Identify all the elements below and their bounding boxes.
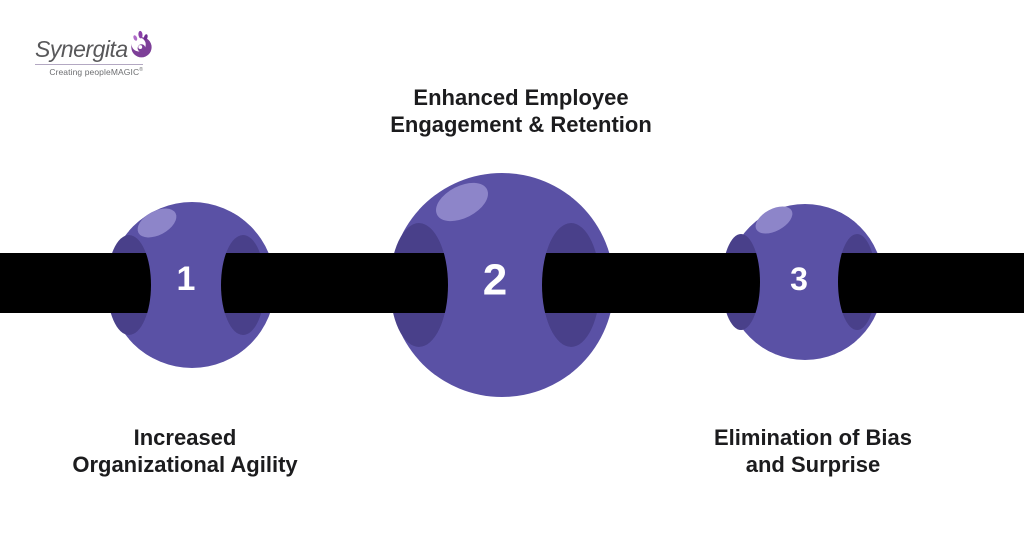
step-label-1-line1: Increased bbox=[133, 425, 237, 450]
step-number-2: 2 bbox=[483, 256, 507, 305]
step-label-1-line2: Organizational Agility bbox=[72, 452, 298, 477]
logo-brand-text: Synergita bbox=[35, 36, 128, 62]
step-bead-1: 1 bbox=[102, 195, 282, 380]
step-label-3-line1: Elimination of Bias bbox=[713, 425, 913, 450]
registered-mark: ® bbox=[139, 67, 143, 74]
step-bead-2: 2 bbox=[382, 165, 622, 410]
logo-divider bbox=[35, 64, 143, 65]
step-number-1: 1 bbox=[177, 260, 196, 298]
step-label-1: Increased Organizational Agility bbox=[25, 424, 345, 478]
step-label-2-line1: Enhanced Employee bbox=[413, 85, 629, 110]
step-label-3-line2: and Surprise bbox=[745, 452, 881, 477]
synergita-swirl-icon bbox=[129, 29, 153, 64]
synergita-logo: Synergita Creating peopleMAGIC® bbox=[35, 26, 152, 77]
step-number-3: 3 bbox=[790, 261, 808, 297]
step-label-2: Enhanced Employee Engagement & Retention bbox=[321, 84, 721, 138]
step-bead-3: 3 bbox=[720, 197, 890, 372]
logo-tagline: Creating peopleMAGIC® bbox=[49, 67, 143, 77]
step-label-3: Elimination of Bias and Surprise bbox=[653, 424, 973, 478]
step-label-2-line2: Engagement & Retention bbox=[390, 112, 652, 137]
